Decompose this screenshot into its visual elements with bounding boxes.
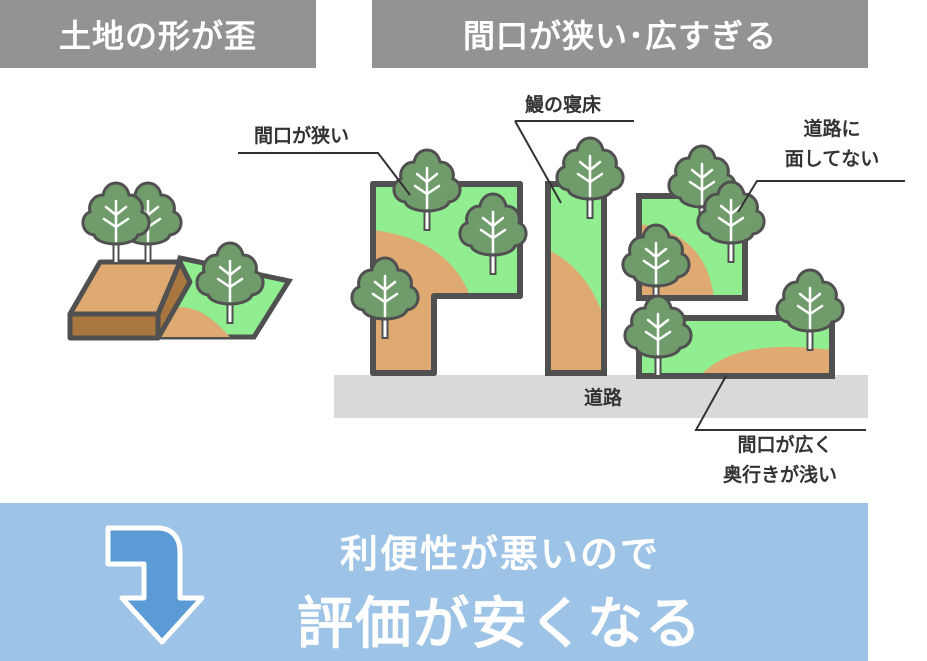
header-irregular-shape: 土地の形が歪 <box>0 0 316 68</box>
no-road-access-lot <box>621 144 766 307</box>
header-frontage: 間口が狭い･広すぎる <box>372 0 868 68</box>
banner-line1: 利便性が悪いので <box>339 532 660 576</box>
label-narrow-frontage: 間口が狭い <box>254 124 349 147</box>
label-wide-line2: 奥行きが浅い <box>723 463 837 486</box>
label-no-road-line2: 面してない <box>785 148 879 170</box>
curved-arrow-icon <box>105 525 205 645</box>
wide-shallow-lot <box>623 268 845 379</box>
eel-bed-lot <box>545 136 625 376</box>
header-frontage-text: 間口が狭い･広すぎる <box>462 17 777 55</box>
road-strip <box>334 375 868 418</box>
header-irregular-shape-text: 土地の形が歪 <box>58 17 257 55</box>
label-wide-line1: 間口が広く <box>737 433 832 456</box>
label-eel-bed: 鰻の寝床 <box>525 93 601 116</box>
irregular-land <box>67 181 294 341</box>
callout-lines <box>238 120 905 431</box>
narrow-frontage-lot <box>350 148 528 376</box>
banner-line2: 評価が安くなる <box>297 592 703 657</box>
label-road: 道路 <box>584 386 623 409</box>
label-no-road-line1: 道路に <box>803 117 860 140</box>
